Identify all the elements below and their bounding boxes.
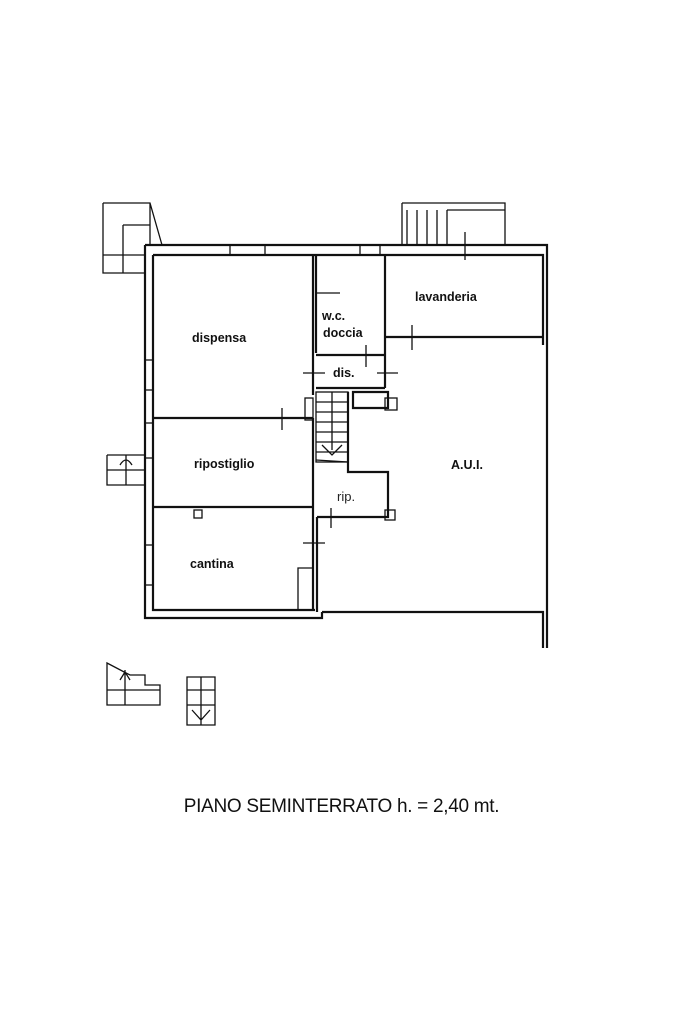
room-label-aui: A.U.I. <box>451 458 483 472</box>
room-label-doccia: doccia <box>323 326 364 340</box>
room-label-cantina: cantina <box>190 557 235 571</box>
window <box>229 244 266 256</box>
internal-stair <box>315 391 349 463</box>
window <box>144 359 154 391</box>
room-label-dis: dis. <box>333 366 355 380</box>
door-marks <box>281 232 466 544</box>
room-label-lavanderia: lavanderia <box>415 290 478 304</box>
window <box>144 422 154 459</box>
external-stairs <box>102 202 506 726</box>
outer-walls <box>143 243 549 648</box>
window <box>144 544 154 586</box>
room-label-ripostiglio: ripostiglio <box>194 457 255 471</box>
window <box>359 244 381 256</box>
room-label-wc: w.c. <box>321 309 345 323</box>
room-label-dispensa: dispensa <box>192 331 247 345</box>
plan-title: PIANO SEMINTERRATO h. = 2,40 mt. <box>183 796 500 817</box>
room-label-rip: rip. <box>337 489 355 504</box>
